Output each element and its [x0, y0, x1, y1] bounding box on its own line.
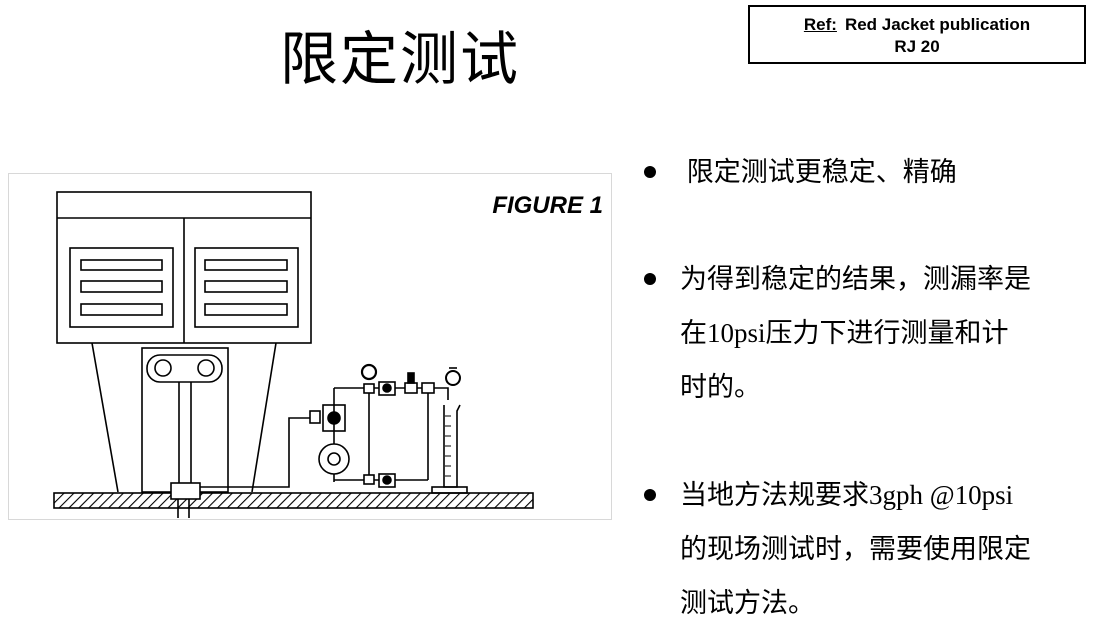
slide-title: 限定测试	[280, 27, 521, 92]
ref-label: Ref:	[803, 15, 837, 34]
bullet-line: 当地方法规要求3gph @10psi	[680, 480, 1014, 510]
reference-box: Ref: Red Jacket publication RJ 20	[748, 5, 1086, 64]
figure-1-diagram: FIGURE 1	[8, 173, 612, 520]
ref-code: RJ 20	[894, 37, 940, 56]
bullet-line: 在10psi压力下进行测量和计	[680, 318, 1009, 348]
bullet-line: 测试方法。	[680, 588, 815, 618]
bullet-line: 的现场测试时，需要使用限定	[680, 534, 1031, 564]
fuel-dispenser-line-test-illustration: FIGURE 1	[53, 191, 603, 518]
bullet-dot	[644, 166, 656, 178]
bullet-line: 为得到稳定的结果，测漏率是	[680, 264, 1031, 294]
bullet-line: 限定测试更稳定、精确	[680, 157, 957, 187]
bullet-line: 时的。	[680, 372, 761, 402]
figure-label: FIGURE 1	[492, 192, 603, 219]
bullet-dot	[644, 489, 656, 501]
ref-publication: Red Jacket publication	[844, 15, 1031, 34]
bullet-dot	[644, 273, 656, 285]
